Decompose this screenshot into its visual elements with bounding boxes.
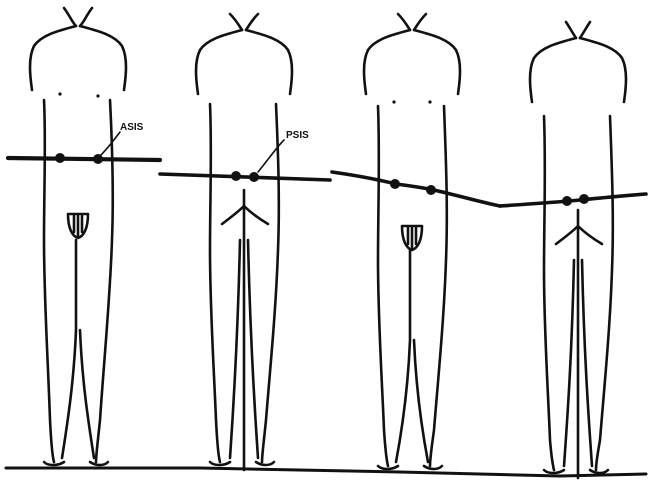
figure-1-inner-leg <box>62 240 94 458</box>
figure-3-nipple-right <box>428 100 431 103</box>
figure-3-neck <box>398 14 426 30</box>
figure-3-left-side <box>378 106 388 466</box>
figure-4-psis-left <box>562 196 572 206</box>
figure-4-pelvic-line <box>500 194 646 206</box>
figure-1-pelvic-line <box>8 158 160 160</box>
figure-1-anterior <box>30 8 126 465</box>
figure-3-right-side <box>430 106 447 466</box>
figure-3-asis-left <box>390 179 400 189</box>
asis-label: ASIS <box>120 122 144 133</box>
figure-2-neck <box>230 14 258 30</box>
figure-3-genital-mark <box>402 226 422 250</box>
figure-1-nipple-right <box>96 94 99 97</box>
figure-1-asis-left <box>55 153 65 163</box>
figure-3-torso <box>364 30 460 94</box>
figure-1-torso <box>30 26 126 90</box>
psis-label: PSIS <box>286 130 309 141</box>
figure-2-torso <box>196 30 292 94</box>
figure-4-psis-right <box>579 194 589 204</box>
figure-2-pelvic-line <box>160 174 330 180</box>
figure-1-left-side <box>44 100 54 462</box>
figure-2-psis-leader <box>258 140 284 172</box>
figure-4-torso <box>530 38 626 102</box>
figure-1-nipple-left <box>58 92 61 95</box>
figure-4-neck <box>566 22 590 38</box>
figure-3-nipple-left <box>392 100 395 103</box>
figure-1-neck <box>64 8 92 26</box>
figure-4-posterior <box>530 22 626 478</box>
figure-3-asis-right <box>426 185 436 195</box>
figure-2-psis-left <box>231 171 241 181</box>
figure-1-asis-leader <box>100 132 120 156</box>
figure-3-anterior <box>364 14 460 469</box>
figure-2-left-side <box>210 104 220 462</box>
figure-2-psis-right <box>249 172 259 182</box>
figure-4-left-side <box>544 116 554 470</box>
figure-2-posterior <box>196 14 292 470</box>
figure-3-inner-leg <box>396 250 428 462</box>
figure-1-genital-mark <box>68 214 88 238</box>
figure-3-pelvic-line <box>332 172 500 206</box>
figure-2-right-side <box>262 104 279 462</box>
figure-4-right-side <box>596 116 613 470</box>
